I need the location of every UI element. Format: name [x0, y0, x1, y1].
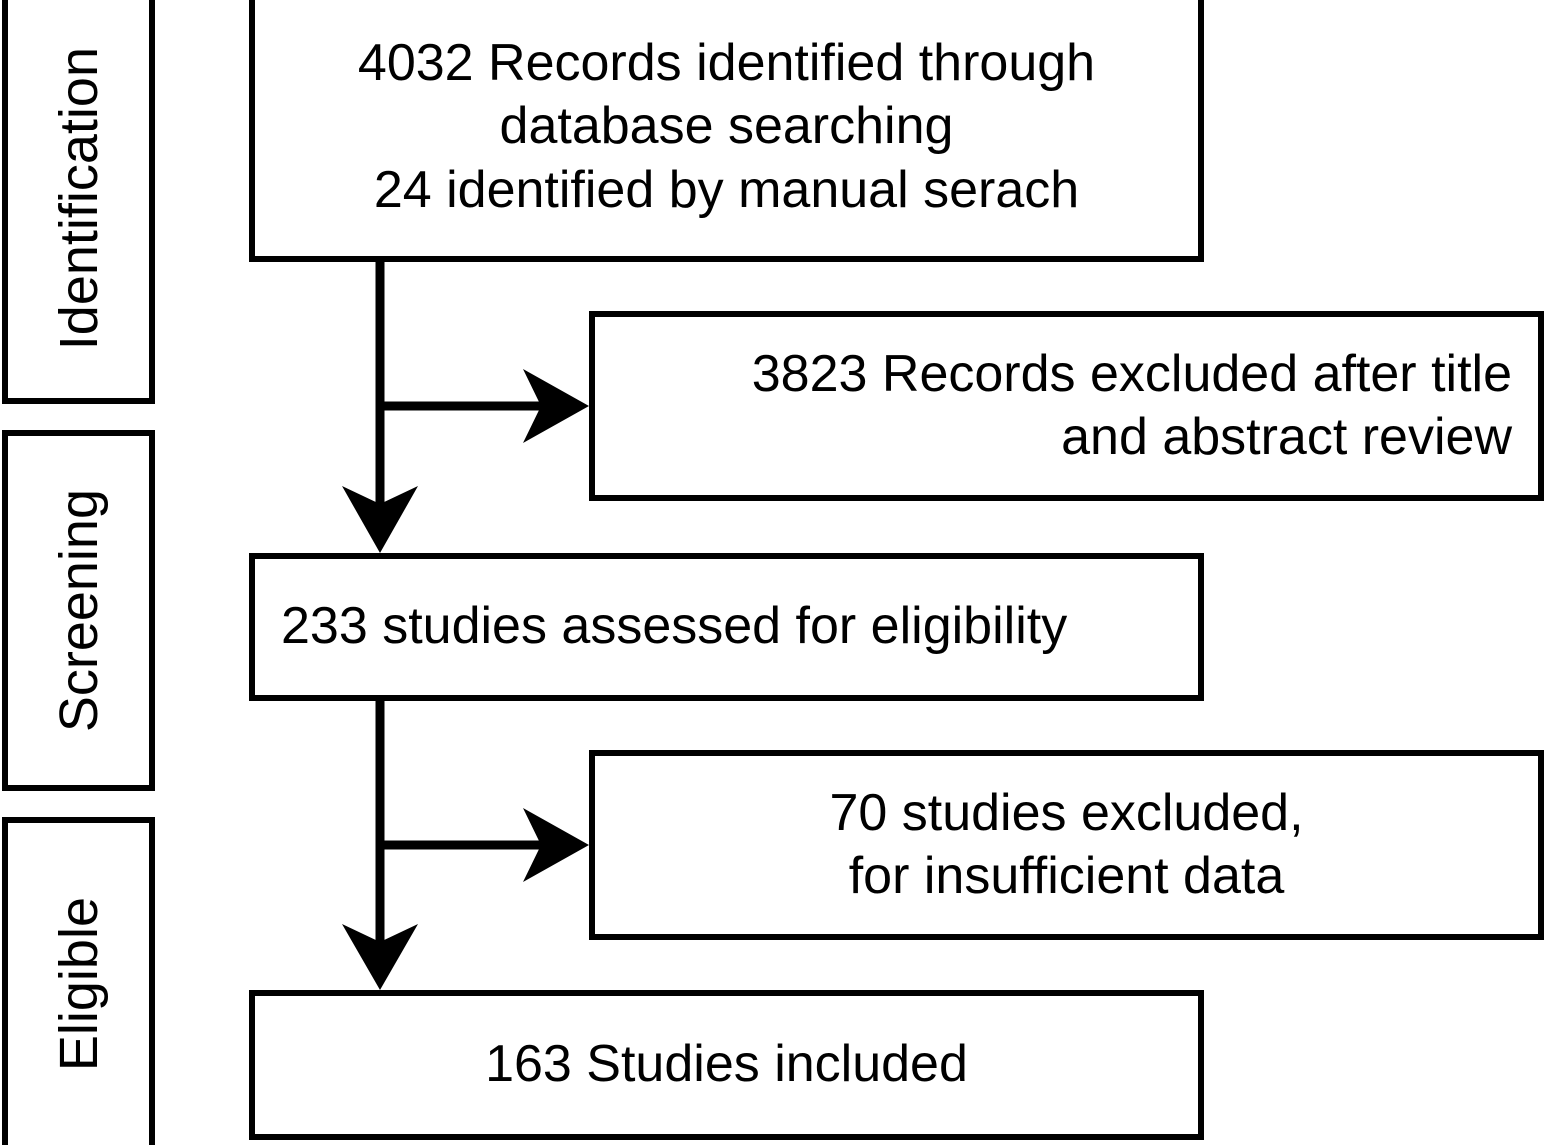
- flow-line: 24 identified by manual serach: [373, 160, 1080, 219]
- connector-eligibility-to-excluded-2: [376, 808, 589, 882]
- flow-line: for insufficient data: [848, 847, 1285, 905]
- flow-line: 3823 Records excluded after title: [751, 344, 1512, 403]
- connector-identified-to-excluded-1: [376, 369, 589, 443]
- stage-label-eligible: Eligible: [48, 896, 109, 1072]
- flow-box-studies-excluded-insufficient-data-text: 70 studies excluded, for insufficient da…: [595, 782, 1538, 909]
- flow-line: 163 Studies included: [485, 1035, 968, 1094]
- connector-eligibility-to-included: [342, 700, 418, 990]
- flow-box-studies-included-text: 163 Studies included: [255, 1033, 1198, 1096]
- arrowhead-right-icon: [523, 369, 589, 443]
- flow-box-studies-assessed-eligibility: 233 studies assessed for eligibility: [249, 553, 1204, 701]
- arrowhead-down-icon: [342, 924, 418, 990]
- flow-line: 233 studies assessed for eligibility: [281, 597, 1068, 656]
- arrowhead-right-icon: [523, 808, 589, 882]
- stage-box-eligible: Eligible: [2, 817, 155, 1145]
- stage-box-identification: Identification: [2, 0, 155, 404]
- flow-line: 70 studies excluded,: [829, 783, 1304, 842]
- arrowhead-down-icon: [342, 486, 418, 553]
- stage-label-identification: Identification: [48, 47, 109, 351]
- flow-box-studies-included: 163 Studies included: [249, 990, 1204, 1140]
- flow-box-records-excluded-title-abstract: 3823 Records excluded after title and ab…: [589, 311, 1544, 501]
- flow-box-studies-excluded-insufficient-data: 70 studies excluded, for insufficient da…: [589, 750, 1544, 940]
- flow-box-records-excluded-title-abstract-text: 3823 Records excluded after title and ab…: [595, 343, 1538, 470]
- connector-identified-to-eligibility: [342, 260, 418, 553]
- flow-line: database searching: [499, 97, 954, 156]
- flow-box-records-identified-text: 4032 Records identified through database…: [255, 32, 1198, 222]
- flow-box-studies-assessed-eligibility-text: 233 studies assessed for eligibility: [255, 595, 1198, 658]
- flow-line: 4032 Records identified through: [357, 33, 1096, 92]
- stage-label-screening: Screening: [48, 488, 109, 733]
- flow-line: and abstract review: [1061, 408, 1512, 466]
- stage-box-screening: Screening: [2, 430, 155, 791]
- flow-box-records-identified: 4032 Records identified through database…: [249, 0, 1204, 262]
